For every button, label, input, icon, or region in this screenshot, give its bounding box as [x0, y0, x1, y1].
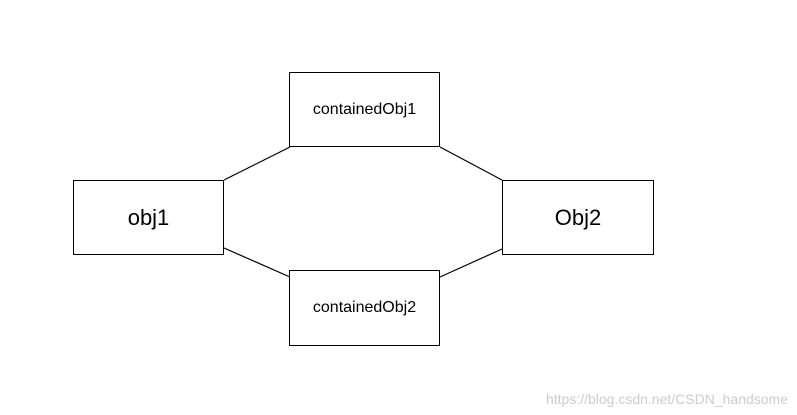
node-obj1-label: obj1: [127, 204, 170, 230]
edge-contained1-obj2: [439, 146, 503, 181]
node-obj1: obj1: [73, 180, 224, 255]
node-contained-obj1: containedObj1: [289, 72, 440, 147]
node-contained-obj2: containedObj2: [289, 270, 440, 346]
node-obj2: Obj2: [502, 180, 654, 255]
node-contained-obj2-label: containedObj2: [312, 299, 417, 316]
watermark-text: https://blog.csdn.net/CSDN_handsome: [545, 391, 788, 407]
edge-obj1-contained1: [223, 146, 291, 181]
node-obj2-label: Obj2: [554, 204, 602, 230]
edge-contained2-obj2: [439, 248, 503, 278]
node-contained-obj1-label: containedObj1: [312, 100, 417, 118]
edge-obj1-contained2: [223, 247, 291, 278]
